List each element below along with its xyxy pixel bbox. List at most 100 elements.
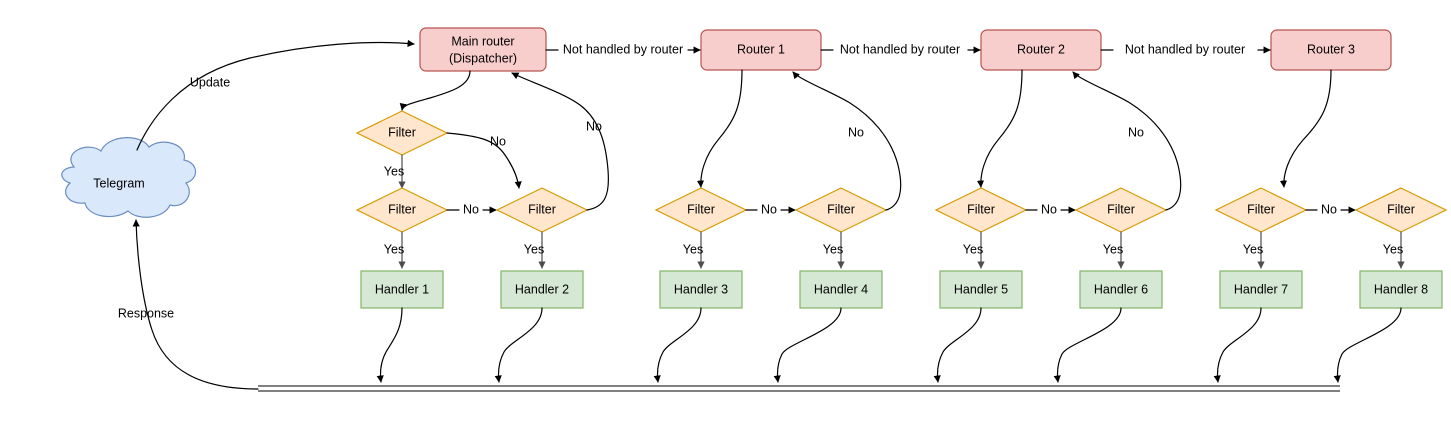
handler-6-box	[1079, 270, 1163, 309]
response-bus	[258, 385, 1340, 392]
handler-1-label: Handler 1	[375, 282, 429, 296]
filter-node-pre-main[interactable]: Filter	[355, 110, 449, 156]
filter-2-label: Filter	[528, 202, 556, 216]
handler-node-4[interactable]: Handler 4	[799, 270, 883, 309]
handler-6-label: Handler 6	[1094, 282, 1148, 296]
no-label-inline-0: No	[463, 202, 479, 216]
handler-8-label: Handler 8	[1374, 282, 1428, 296]
edge-main-to-filter-pre	[399, 70, 471, 111]
no-label-top-0: No	[490, 134, 506, 148]
no-label-inline-2: No	[1041, 202, 1057, 216]
filter-3-label: Filter	[687, 202, 715, 216]
edge-handler-1-to-bus	[376, 307, 403, 383]
handler-3-box	[659, 270, 743, 309]
yes-label-4: Yes	[823, 242, 843, 256]
edge-update: Update	[136, 39, 415, 151]
yes-label-7: Yes	[1243, 242, 1263, 256]
filter-node-7[interactable]: Filter	[1214, 187, 1308, 233]
filter-7-label: Filter	[1247, 202, 1275, 216]
no-label-top-return-1: No	[848, 125, 864, 139]
edge-filter-pre-no	[446, 132, 522, 189]
handler-node-2[interactable]: Handler 2	[500, 270, 584, 309]
yes-label-8: Yes	[1383, 242, 1403, 256]
edge-fallthrough-main-to-r1: Not handled by router	[545, 42, 700, 56]
edge-filter-2-no-return	[511, 72, 610, 211]
fallthrough-label-1: Not handled by router	[563, 42, 683, 56]
no-label-inline-1: No	[761, 202, 777, 216]
yes-label-1: Yes	[384, 242, 404, 256]
edge-handler-4-to-bus	[773, 307, 842, 383]
handler-node-6[interactable]: Handler 6	[1079, 270, 1163, 309]
fallthrough-label-2: Not handled by router	[840, 42, 960, 56]
router-node-2[interactable]: Router 2	[980, 29, 1102, 71]
handler-4-label: Handler 4	[814, 282, 868, 296]
handler-node-7[interactable]: Handler 7	[1219, 270, 1303, 309]
edge-handler-7-to-bus	[1213, 307, 1262, 383]
fallthrough-label-3: Not handled by router	[1125, 42, 1245, 56]
edge-filter-4-no-return	[792, 71, 902, 211]
router-3-label: Router 3	[1307, 42, 1355, 56]
handler-node-5[interactable]: Handler 5	[939, 270, 1023, 309]
edge-handler-5-to-bus	[933, 307, 982, 383]
handler-7-label: Handler 7	[1234, 282, 1288, 296]
yes-label-0: Yes	[384, 164, 404, 178]
router-node-1[interactable]: Router 1	[700, 29, 822, 71]
telegram-cloud-node[interactable]: Telegram	[61, 137, 197, 218]
handler-5-box	[939, 270, 1023, 309]
no-label-top-return-0: No	[586, 119, 602, 133]
router-2-label: Router 2	[1017, 42, 1065, 56]
filter-node-3[interactable]: Filter	[654, 187, 748, 233]
no-label-top-return-2: No	[1128, 125, 1144, 139]
no-label-inline-3: No	[1321, 202, 1337, 216]
filter-node-5[interactable]: Filter	[934, 187, 1028, 233]
filter-node-8[interactable]: Filter	[1354, 187, 1448, 233]
handler-node-1[interactable]: Handler 1	[360, 270, 444, 309]
cloud-icon	[61, 137, 197, 218]
update-label: Update	[190, 75, 230, 89]
filter-node-2[interactable]: Filter	[495, 187, 589, 233]
edge-fallthrough-r1-to-r2: Not handled by router	[820, 42, 980, 56]
update-arrow-line	[136, 39, 415, 151]
edge-r2-to-filter-5	[976, 69, 1023, 188]
router-node-3[interactable]: Router 3	[1270, 29, 1392, 71]
handler-8-box	[1359, 270, 1443, 309]
handler-1-box	[360, 270, 444, 309]
filter-node-4[interactable]: Filter	[794, 187, 888, 233]
main-router-label-line1: Main router	[451, 34, 514, 48]
yes-label-2: Yes	[524, 242, 544, 256]
handler-5-label: Handler 5	[954, 282, 1008, 296]
router-1-label: Router 1	[737, 42, 785, 56]
router-node-main[interactable]: Main router (Dispatcher)	[419, 27, 547, 72]
edge-filter-6-no-return	[1072, 71, 1182, 211]
filter-node-1[interactable]: Filter	[355, 187, 449, 233]
edge-handler-8-to-bus	[1333, 307, 1402, 383]
filter-4-label: Filter	[827, 202, 855, 216]
yes-label-3: Yes	[683, 242, 703, 256]
filter-node-6[interactable]: Filter	[1074, 187, 1168, 233]
filter-5-label: Filter	[967, 202, 995, 216]
filter-1-label: Filter	[388, 202, 416, 216]
yes-label-5: Yes	[963, 242, 983, 256]
edge-r1-to-filter-3	[696, 69, 743, 188]
handler-node-8[interactable]: Handler 8	[1359, 270, 1443, 309]
edge-r3-to-filter-7	[1279, 69, 1332, 188]
edge-fallthrough-r2-to-r3: Not handled by router	[1100, 42, 1270, 56]
main-router-label-line2: (Dispatcher)	[449, 51, 517, 65]
handler-node-3[interactable]: Handler 3	[659, 270, 743, 309]
response-arrow-line	[132, 219, 259, 390]
yes-label-6: Yes	[1103, 242, 1123, 256]
edge-handler-6-to-bus	[1053, 307, 1122, 383]
edge-handler-2-to-bus	[494, 307, 543, 383]
handler-4-box	[799, 270, 883, 309]
handler-7-box	[1219, 270, 1303, 309]
edge-response: Response	[118, 219, 259, 390]
filter-8-label: Filter	[1387, 202, 1415, 216]
response-label: Response	[118, 306, 174, 320]
edge-handler-3-to-bus	[653, 307, 702, 383]
filter-pre-main-label: Filter	[388, 125, 416, 139]
handler-2-label: Handler 2	[515, 282, 569, 296]
filter-6-label: Filter	[1107, 202, 1135, 216]
handler-3-label: Handler 3	[674, 282, 728, 296]
